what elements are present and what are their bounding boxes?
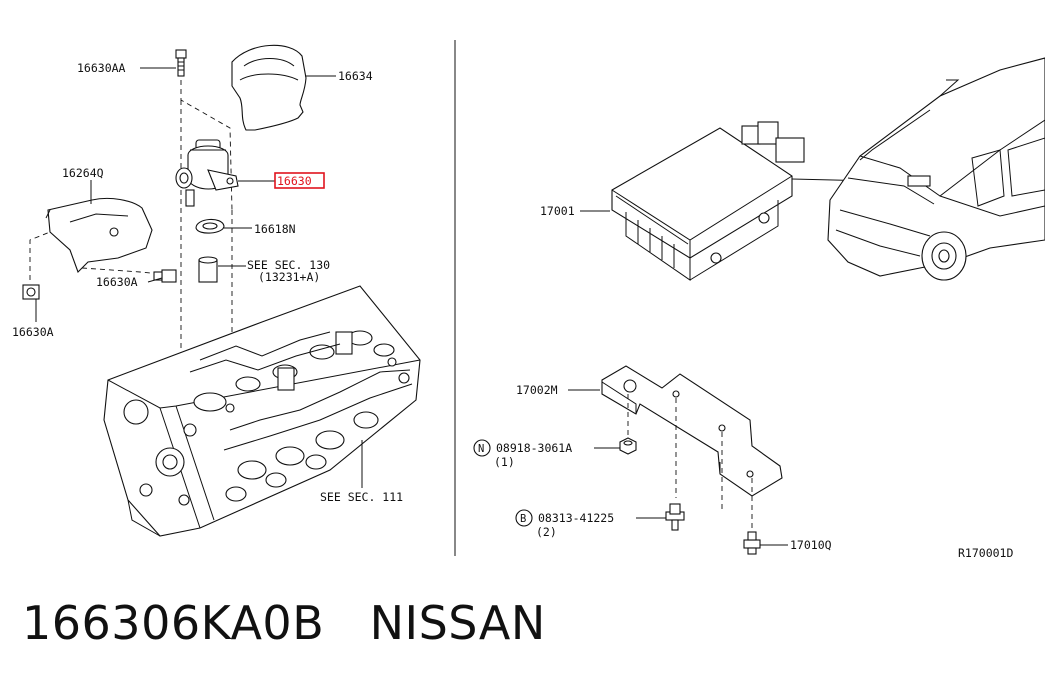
label-16630a-right: 16630A [96, 275, 138, 289]
bolt-marker-icon [515, 509, 533, 527]
label-nut-part: 08918-3061A [496, 441, 572, 455]
nut-marker-icon [473, 439, 491, 457]
label-17002m: 17002M [516, 383, 558, 397]
label-16634: 16634 [338, 69, 373, 83]
fuel-pump-control-module-17001 [611, 121, 805, 281]
bolt-16630a-right [153, 269, 177, 283]
nut-08918-3061a [619, 437, 637, 455]
bolt-16630a-left [22, 284, 40, 300]
label-16630: 16630 [277, 174, 312, 188]
label-16630a-left: 16630A [12, 325, 54, 339]
caption-brand: NISSAN [369, 596, 546, 650]
bolt-17010q [743, 531, 761, 555]
bolt-marker-letter: B [520, 513, 526, 525]
label-16630aa: 16630AA [77, 61, 126, 75]
fuel-pump-16630 [175, 139, 239, 207]
label-bolt-part: 08313-41225 [538, 511, 614, 525]
cylinder-head [103, 285, 421, 537]
lifter-sec130 [198, 256, 218, 283]
cover-16634 [231, 44, 307, 131]
label-16618n: 16618N [254, 222, 296, 236]
bolt-16630aa [175, 49, 187, 77]
gasket-16618n [195, 218, 225, 234]
label-17001: 17001 [540, 204, 575, 218]
nut-marker-letter: N [478, 443, 484, 455]
label-see-sec-130: SEE SEC. 130 [247, 258, 330, 272]
part-caption: 166306KA0B NISSAN [22, 596, 546, 660]
label-13231a: (13231+A) [258, 270, 320, 284]
highlight-box-16630 [274, 172, 325, 189]
diagram-reference-code: R170001D [958, 546, 1013, 560]
vehicle-rear-view [827, 57, 1045, 281]
label-see-sec-111: SEE SEC. 111 [320, 490, 403, 504]
bracket-17002m [601, 365, 783, 497]
label-16264q: 16264Q [62, 166, 104, 180]
label-nut-qty: (1) [494, 455, 515, 469]
caption-part-number: 166306KA0B [22, 596, 325, 650]
label-17010q: 17010Q [790, 538, 832, 552]
shield-16264q [45, 197, 153, 273]
label-bolt-qty: (2) [536, 525, 557, 539]
bolt-08313-41225 [665, 503, 685, 531]
